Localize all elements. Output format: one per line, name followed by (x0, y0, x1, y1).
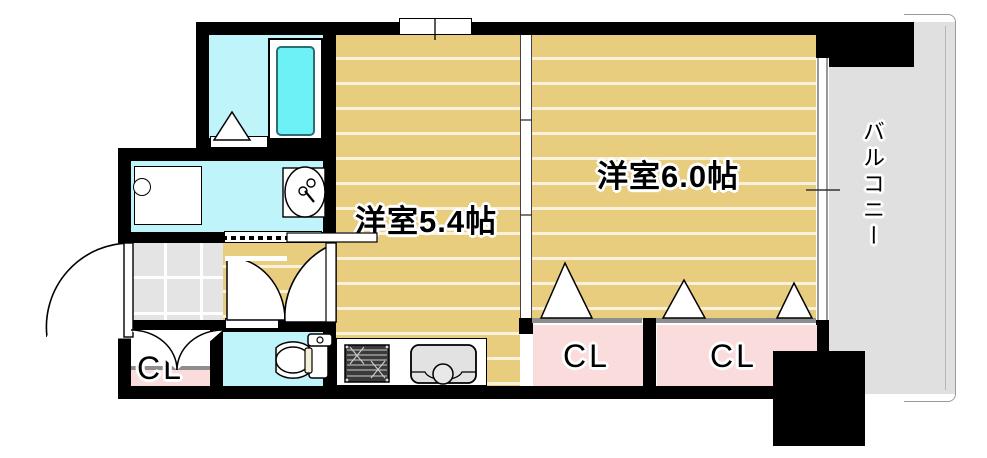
bath-door-opening[interactable] (210, 136, 268, 148)
room-60-label: 洋室6.0帖 (597, 159, 740, 194)
structural-block-bottom-right-2 (773, 351, 865, 446)
closet-room-right-label: CL (710, 338, 757, 374)
closet-left-threshold (532, 318, 642, 323)
room-60-floor (532, 35, 816, 320)
room-54-floor-right-strip (487, 35, 520, 386)
wall-bath-right (323, 22, 336, 148)
window-symbol[interactable] (399, 18, 472, 35)
wall-entry-closet-top (118, 320, 223, 330)
closet-room-left-label: CL (563, 338, 610, 374)
entry-closet-fill (131, 370, 223, 386)
wall-bottom (118, 386, 818, 399)
wall-partition-foot (519, 318, 533, 334)
entry-closet-label: CL (137, 350, 184, 386)
wall-toilet-right (323, 320, 336, 386)
balcony-label: バルコニー (860, 120, 885, 250)
room-54-label: 洋室5.4帖 (355, 204, 498, 239)
wall-east (816, 22, 829, 394)
hall-floor (223, 243, 336, 323)
closet-room-left-area (533, 325, 643, 386)
wall-west (118, 148, 131, 398)
wall-between-closets (643, 318, 656, 386)
balcony-outline (904, 14, 956, 402)
wall-top (196, 22, 829, 35)
washroom-door-opening[interactable] (224, 231, 322, 243)
wall-washroom-top (118, 148, 328, 161)
washing-machine-icon (134, 166, 202, 225)
structural-block-top-right (818, 22, 914, 67)
toilet-door-opening[interactable] (225, 318, 279, 329)
kitchen-counter (336, 338, 487, 386)
washing-machine-drain (133, 178, 151, 196)
room-partition (520, 35, 532, 331)
wall-washroom-right (323, 148, 336, 238)
toilet-area (223, 332, 323, 386)
balcony-fill-extension (826, 22, 945, 394)
closet-right-threshold (656, 318, 816, 323)
bathtub-icon (276, 46, 315, 136)
